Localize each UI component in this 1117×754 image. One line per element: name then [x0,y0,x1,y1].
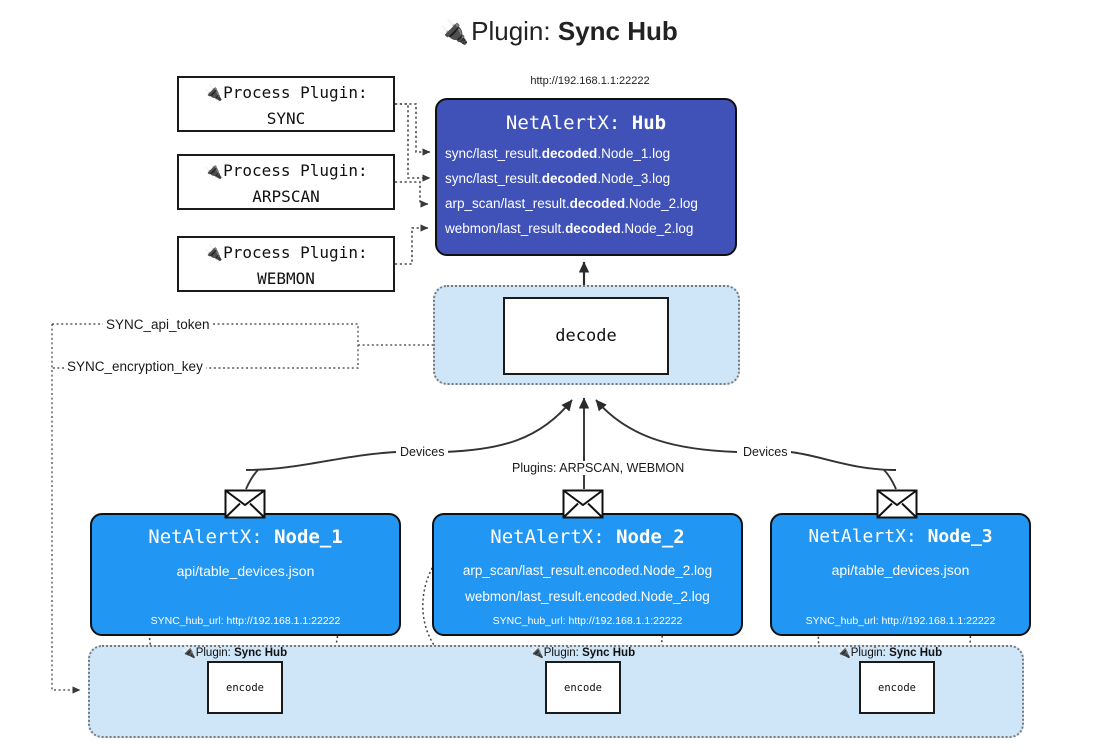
log-pre: sync/last_result. [445,146,542,161]
log-mid: decoded [565,221,621,236]
plug-icon: 🔌 [837,646,851,659]
hub-title-prefix: NetAlertX: [505,112,632,134]
process-plugin-webmon[interactable]: 🔌Process Plugin: WEBMON [177,236,395,292]
hub-log-line: webmon/last_result.decoded.Node_2.log [445,216,735,241]
caption-name: Sync Hub [889,647,943,659]
node-line-list: api/table_devices.json [92,558,399,584]
decode-box[interactable]: decode [503,297,669,375]
hub-log-line: sync/last_result.decoded.Node_1.log [445,141,735,166]
plug-icon: 🔌 [204,162,224,180]
process-plugin-name: SYNC [266,109,306,128]
process-plugin-label: Process Plugin: [223,83,368,102]
log-pre: webmon/last_result. [445,221,566,236]
node-line-list: api/table_devices.json [772,557,1029,583]
caption-prefix: Plugin: [195,647,235,659]
log-post: .Node_3.log [597,171,671,186]
node-title-prefix: NetAlertX: [808,526,928,547]
node-title-name: Node_1 [274,526,343,548]
caption-name: Sync Hub [582,647,636,659]
node-title-prefix: NetAlertX: [148,526,275,548]
process-plugin-name: WEBMON [257,269,315,288]
log-mid: decoded [569,196,626,211]
process-plugin-label: Process Plugin: [223,243,368,262]
process-plugin-name: ARPSCAN [252,187,320,206]
sync-hub-caption-1: 🔌Plugin: Sync Hub [182,646,287,659]
node-line-list: arp_scan/last_result.encoded.Node_2.log … [434,558,741,610]
hub-node[interactable]: NetAlertX: Hub sync/last_result.decoded.… [435,98,737,256]
process-plugin-label: Process Plugin: [223,161,368,180]
process-plugin-arpscan[interactable]: 🔌Process Plugin: ARPSCAN [177,154,395,210]
node-line: api/table_devices.json [831,562,970,578]
node-box-node-3[interactable]: NetAlertX: Node_3 api/table_devices.json… [770,513,1031,636]
log-post: .Node_2.log [620,221,694,236]
hub-title: NetAlertX: Hub [437,112,735,134]
edge-sync-to-hub-2 [395,103,431,182]
caption-name: Sync Hub [234,647,288,659]
plug-icon: 🔌 [182,646,196,659]
caption-prefix: Plugin: [543,647,583,659]
label-sync-api-token: SYNC_api_token [103,317,213,332]
node-line: api/table_devices.json [176,563,315,579]
hub-log-line: arp_scan/last_result.decoded.Node_2.log [445,191,735,216]
node-footer: SYNC_hub_url: http://192.168.1.1:22222 [150,615,341,627]
log-mid: decoded [541,171,598,186]
plug-icon: 🔌 [204,244,224,262]
node-title-name: Node_3 [927,526,993,547]
label-devices-right: Devices [739,445,792,459]
label-sync-encryption-key: SYNC_encryption_key [64,359,206,374]
page-title-name: Sync Hub [557,16,678,46]
encode-box-1[interactable]: encode [207,661,283,714]
label-plugins-middle: Plugins: ARPSCAN, WEBMON [508,461,689,475]
encode-box-3[interactable]: encode [859,661,935,714]
edge-arpscan-to-hub [395,181,429,208]
encode-box-2[interactable]: encode [545,661,621,714]
node-title: NetAlertX: Node_1 [92,526,399,548]
node-line: webmon/last_result.encoded.Node_2.log [465,589,710,604]
node-footer: SYNC_hub_url: http://192.168.1.1:22222 [492,615,683,627]
log-post: .Node_2.log [625,196,698,211]
hub-url-label: http://192.168.1.1:22222 [530,75,650,87]
node-title: NetAlertX: Node_3 [772,526,1029,547]
page-title-prefix: Plugin: [471,16,558,46]
node-title: NetAlertX: Node_2 [434,526,741,548]
node-title-prefix: NetAlertX: [490,526,617,548]
page-title: 🔌Plugin: Sync Hub [0,14,1117,49]
caption-prefix: Plugin: [850,647,890,659]
hub-log-list: sync/last_result.decoded.Node_1.log sync… [437,141,735,241]
process-plugin-sync[interactable]: 🔌Process Plugin: SYNC [177,76,395,132]
plug-icon: 🔌 [530,646,544,659]
node-box-node-1[interactable]: NetAlertX: Node_1 api/table_devices.json… [90,513,401,636]
node-line: arp_scan/last_result.encoded.Node_2.log [462,563,713,578]
edge-node3-to-decode [595,399,897,471]
label-devices-left: Devices [396,445,449,459]
node-box-node-2[interactable]: NetAlertX: Node_2 arp_scan/last_result.e… [432,513,743,636]
plug-icon: 🔌 [204,84,224,102]
log-post: .Node_1.log [597,146,671,161]
edge-webmon-to-hub [395,224,429,265]
edge-node1-to-decode [245,399,573,471]
edge-sync-to-hub [395,103,431,156]
hub-log-line: sync/last_result.decoded.Node_3.log [445,166,735,191]
hub-title-name: Hub [631,112,667,134]
envelope-icon [224,489,266,519]
envelope-icon [876,489,918,519]
node-title-name: Node_2 [616,526,685,548]
envelope-icon [562,489,604,519]
sync-hub-caption-3: 🔌Plugin: Sync Hub [837,646,942,659]
log-pre: arp_scan/last_result. [445,196,570,211]
node-footer: SYNC_hub_url: http://192.168.1.1:22222 [805,615,996,627]
plug-icon: 🔌 [439,18,470,46]
log-mid: decoded [541,146,598,161]
log-pre: sync/last_result. [445,171,542,186]
sync-hub-caption-2: 🔌Plugin: Sync Hub [530,646,635,659]
